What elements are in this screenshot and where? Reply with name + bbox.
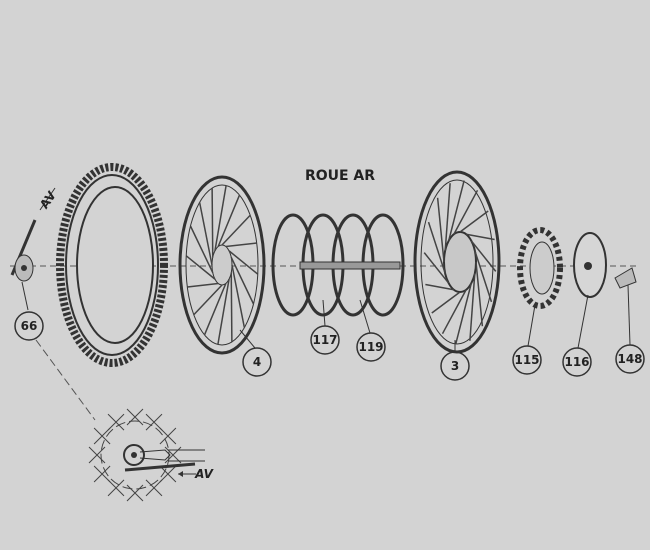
callout-117: 117 [310, 325, 340, 355]
spoke [211, 188, 214, 258]
sprocket-tooth [126, 484, 144, 502]
sprocket-tooth [145, 479, 163, 497]
svg-text:119: 119 [358, 340, 383, 354]
spoke [231, 264, 246, 328]
spoke [444, 183, 451, 251]
spoke [230, 272, 233, 342]
spoke [185, 255, 216, 280]
spoke [447, 180, 465, 241]
inset-direction-label: AV [194, 467, 214, 481]
spoke [193, 284, 223, 316]
spoke [470, 240, 497, 272]
spoke [455, 283, 473, 344]
wheel-hub-3 [413, 170, 501, 354]
spoke [425, 283, 455, 291]
sprocket-tooth [107, 413, 125, 431]
spoke [465, 233, 495, 241]
callout-66: 66 [14, 311, 44, 341]
spoke [475, 261, 484, 327]
callout-3: 3 [440, 351, 470, 381]
spoke [459, 210, 489, 233]
tire [56, 163, 168, 367]
spoke [230, 257, 255, 305]
spoke [441, 289, 467, 335]
spoke [469, 273, 476, 341]
spoke [217, 279, 230, 345]
svg-text:117: 117 [312, 333, 337, 347]
spoke [189, 225, 214, 273]
spoke [203, 283, 227, 336]
diagram-title: ROUE AR [305, 168, 375, 184]
spoke [198, 202, 213, 266]
spoke [431, 291, 461, 314]
svg-text:66: 66 [21, 319, 38, 333]
callout-116: 116 [562, 347, 592, 377]
spoke [436, 197, 445, 263]
svg-text:148: 148 [617, 352, 642, 366]
svg-text:116: 116 [564, 355, 589, 369]
sprocket-tooth [159, 427, 177, 445]
inset-detail: AV [88, 408, 215, 502]
direction-label: AV [37, 188, 59, 211]
spoke [228, 250, 259, 275]
brake-plate [573, 232, 607, 298]
spoke [427, 221, 446, 274]
sprocket-tooth [93, 427, 111, 445]
wheel-rim-4 [178, 175, 266, 355]
spoke [225, 242, 257, 248]
sprocket-tooth [107, 479, 125, 497]
sprocket-tooth [88, 446, 106, 464]
sprocket [517, 227, 563, 309]
callout-119: 119 [356, 332, 386, 362]
callout-148: 148 [615, 344, 645, 374]
spoke [214, 185, 227, 251]
callout-115: 115 [512, 345, 542, 375]
spoke [423, 252, 450, 284]
brake-lever [614, 267, 637, 346]
spoke [453, 189, 479, 235]
svg-text:115: 115 [514, 353, 539, 367]
svg-text:3: 3 [451, 359, 459, 373]
spoke [474, 250, 493, 303]
spacer-rings [271, 213, 405, 317]
spoke [187, 282, 219, 288]
spoke [217, 194, 241, 247]
sprocket-tooth [93, 465, 111, 483]
sprocket-tooth [159, 465, 177, 483]
svg-text:4: 4 [253, 355, 261, 369]
spoke [221, 214, 251, 246]
sprocket-tooth [145, 413, 163, 431]
sprocket-tooth [126, 408, 144, 426]
callout-4: 4 [242, 347, 272, 377]
